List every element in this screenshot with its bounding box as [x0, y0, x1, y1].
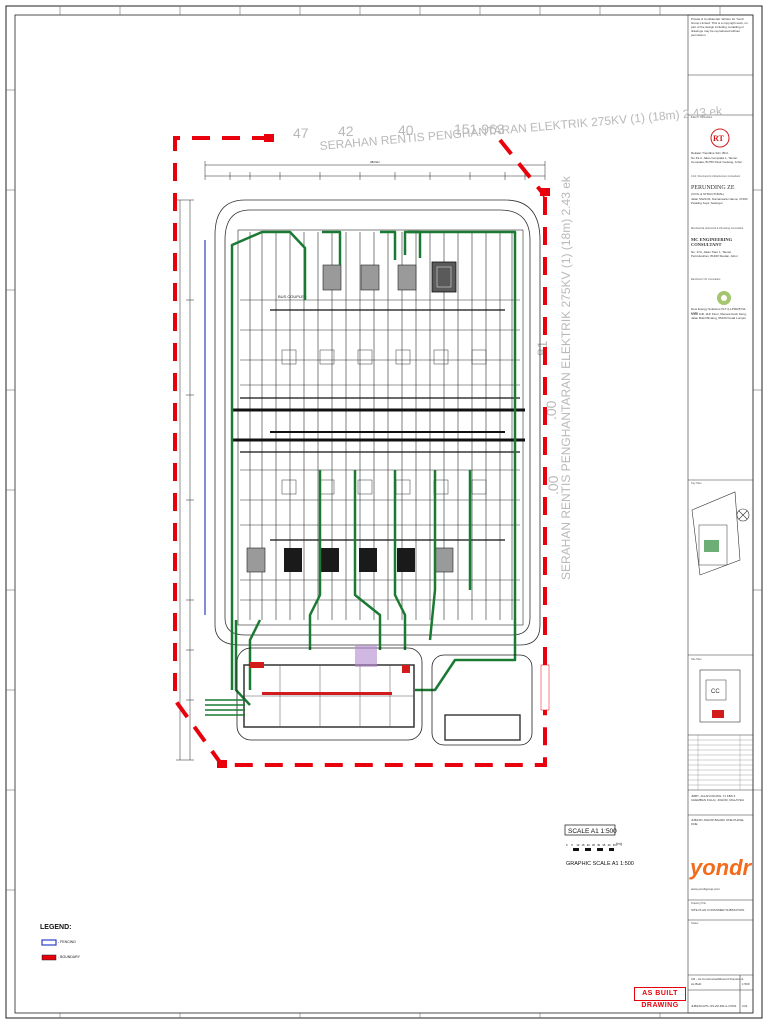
watermark-num-2: 42 — [338, 123, 354, 139]
watermark-side-text: SERAHAN RENTIS PENGHANTARAN ELEKTRIK 275… — [559, 175, 573, 580]
electrical-consultant-logo — [717, 291, 731, 305]
legend-swatches — [41, 939, 57, 961]
transformers-top — [322, 261, 457, 293]
legend-item-boundary: - BOUNDARY — [58, 955, 80, 959]
scale-sub-label: GRAPHIC SCALE A1 1:500 — [566, 861, 634, 867]
cable-entry — [205, 699, 245, 716]
drawing-title-label: Drawing Title — [691, 902, 706, 905]
watermark-num-5: .81 — [534, 340, 550, 360]
site-location-plan: CC — [699, 669, 741, 723]
status-value: CR - As Constructed/Record Document — [691, 977, 744, 981]
watermark-num-1: 47 — [293, 125, 309, 141]
me-company: MC ENGINEERING CONSULTANT — [691, 237, 733, 247]
project-address: JMBY, JALAN DIGITAL 71 KBS 6 CHEMBAN KUL… — [691, 794, 745, 802]
sheet-outer-border — [5, 5, 763, 1019]
svg-text:CC: CC — [711, 689, 720, 695]
grid-ticks — [6, 6, 762, 1018]
control-building — [236, 645, 423, 741]
secondary-busbars — [240, 309, 520, 541]
auxiliary-building — [431, 654, 533, 746]
drawing-title: SITE PLAN CONSUMER SUBSTATION — [691, 908, 745, 912]
revision-value: C01 — [742, 1004, 748, 1008]
cable-trenches — [230, 230, 517, 706]
as-built-stamp: AS BUILT DRAWING — [634, 987, 686, 1009]
revision-table — [688, 735, 753, 790]
legend-item-fencing: - FENCING — [58, 940, 76, 944]
switchyard-structures — [237, 229, 524, 626]
scale-tick-label: 10 — [576, 843, 579, 847]
bay-equipment — [281, 349, 487, 495]
sheet-inner-border — [14, 14, 754, 1014]
purpose-value: As Built — [691, 982, 702, 986]
site-label: Site Plan — [691, 658, 702, 661]
svg-text:RT: RT — [713, 134, 724, 143]
structural-label: Civil, Structural & Infrastructure Consu… — [691, 175, 741, 178]
website[interactable]: www.yondrgroup.com — [691, 887, 720, 891]
watermark-num-7: .00 — [545, 475, 561, 495]
watermark-num-4: 151.963 — [454, 121, 505, 137]
title-block: Private & Confidential. Written for Yond… — [688, 15, 752, 1013]
scale-tick-label: 40 — [608, 843, 611, 847]
dimension-lines — [176, 161, 546, 761]
main-busbars — [232, 408, 525, 442]
structural-company: PERUNDING ZE — [691, 185, 735, 191]
key-plan — [691, 491, 750, 576]
project-name: JHB1XD JOHOR BAHRU ONE PHASE ONE — [691, 818, 744, 826]
scale-tick-label: 20 — [587, 843, 590, 847]
copyright-note: Private & Confidential. Written for Yond… — [691, 17, 748, 37]
scale-tick-label: 25 — [592, 843, 595, 847]
brand-logo: yondr — [689, 855, 753, 880]
watermark-top-text: SERAHAN RENTIS PENGHANTARAN ELEKTRIK 275… — [319, 104, 724, 153]
scale-tick-label: 35 — [602, 843, 605, 847]
structural-address: Jalan SS21/41, Damansara Utama, 47400 Pe… — [691, 197, 748, 205]
electrical-label: Electrical / HV Consultant — [691, 278, 721, 281]
architect-address: No.19-3, Jalan Cempaka 1, Taman Cempaka,… — [691, 156, 743, 164]
architect-company: Rekaan Trendline Sdn. Bhd. — [691, 151, 729, 155]
electrical-address: Suite 11B, 11th Floor, Menara Keck Seng,… — [691, 312, 747, 320]
scale-tick-label: 45 — [613, 843, 616, 847]
me-address: No. 17A, Jalan Tiaro 1, Taman Perindustr… — [691, 250, 738, 258]
watermark-num-3: 40 — [398, 122, 414, 138]
client-consultant-label: Client / Consultant — [691, 116, 713, 119]
scale-box-label: SCALE A1 1:500 — [568, 828, 617, 835]
scale-value: 1:500 — [742, 982, 750, 986]
boundary-markers — [217, 134, 550, 768]
me-label: Mechanical, Electrical & Plumbing Consul… — [691, 227, 744, 230]
legend-title: LEGEND: — [40, 924, 72, 931]
bus-coupler-label: BUS COUPLER — [278, 294, 307, 299]
transformers-bottom — [246, 547, 454, 573]
site-boundary — [173, 136, 547, 767]
overall-dimension-label: 38/22m — [370, 160, 381, 164]
compound-outline — [214, 199, 541, 646]
graphic-scale — [564, 824, 616, 851]
legend: LEGEND: - FENCING - BOUNDARY — [40, 924, 160, 959]
scale-tick-label: 0 — [566, 843, 568, 847]
drawing-number: JHB1XD-RTL-SS-ZZ-DR-A-17001 — [691, 1004, 737, 1008]
status-label: Status — [691, 922, 699, 925]
electrical-company: Dew Energy Solutions PLT (LLP0025741-LGN… — [691, 307, 747, 315]
scale-tick-label: 30 — [597, 843, 600, 847]
key-plan-label: Key Plan — [691, 482, 702, 485]
scale-tick-label: 5 — [571, 843, 573, 847]
scale-tick-label: 15 — [582, 843, 585, 847]
architect-logo: RT — [710, 128, 730, 148]
scale-unit: (m) — [616, 841, 623, 846]
watermark: SERAHAN RENTIS PENGHANTARAN ELEKTRIK 275… — [293, 104, 724, 580]
structural-sub: (CIVIL & STRUCTURAL) — [691, 192, 725, 196]
title-block-frame — [687, 14, 754, 1014]
